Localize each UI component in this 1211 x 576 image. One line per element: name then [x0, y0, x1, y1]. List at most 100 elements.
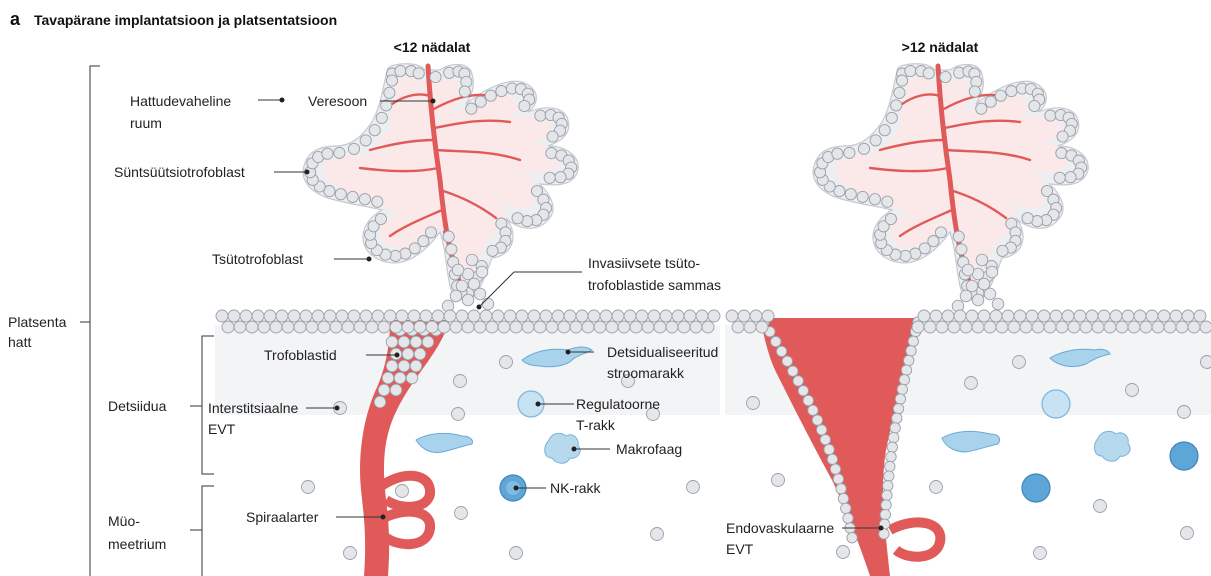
cytotrophoblast-cell	[413, 68, 424, 79]
cytotrophoblast-cell	[322, 148, 333, 159]
cytotrophoblast-cell	[372, 196, 383, 207]
decidual-surface-cell	[492, 310, 504, 322]
decidual-surface-cell	[1008, 321, 1020, 333]
decidual-surface-cell	[708, 310, 720, 322]
decidual-surface-cell	[618, 321, 630, 333]
decidual-surface-cell	[462, 321, 474, 333]
cytotrophoblast-cell	[1065, 172, 1076, 183]
column-cell	[466, 254, 478, 266]
leader-dot	[335, 406, 340, 411]
endovascular-cell	[798, 386, 808, 396]
trophoblast-cell	[382, 372, 394, 384]
decidual-surface-cell	[972, 321, 984, 333]
decidual-surface-cell	[636, 310, 648, 322]
cytotrophoblast-cell	[844, 147, 855, 158]
decidual-surface-cell	[756, 321, 768, 333]
decidual-surface-cell	[996, 321, 1008, 333]
decidual-cell	[747, 397, 760, 410]
cytotrophoblast-cell	[512, 213, 523, 224]
decidual-cell	[344, 547, 357, 560]
decidual-surface-cell	[510, 321, 522, 333]
decidual-surface-cell	[378, 321, 390, 333]
decidual-surface-cell	[1158, 310, 1170, 322]
decidual-surface-cell	[684, 310, 696, 322]
cytotrophoblast-cell	[896, 75, 907, 86]
decidual-surface-cell	[384, 310, 396, 322]
label-myometrium-1: Müo-	[108, 513, 140, 529]
decidual-surface-cell	[234, 321, 246, 333]
trophoblast-cell	[374, 396, 386, 408]
column-cell	[966, 280, 978, 292]
cytotrophoblast-cell	[985, 96, 996, 107]
decidual-surface-cell	[984, 321, 996, 333]
label-interstitial-1: Interstitsiaalne	[208, 400, 298, 416]
decidual-surface-cell	[606, 321, 618, 333]
cytotrophoblast-cell	[923, 68, 934, 79]
label-treg-1: Regulatoorne	[576, 396, 660, 412]
cytotrophoblast-cell	[547, 131, 558, 142]
cytotrophoblast-cell	[969, 86, 980, 97]
cytotrophoblast-cell	[956, 244, 967, 255]
decidual-surface-cell	[288, 310, 300, 322]
decidual-cell	[965, 377, 978, 390]
endovascular-cell	[886, 452, 896, 462]
cytotrophoblast-cell	[832, 148, 843, 159]
decidual-surface-cell	[390, 321, 402, 333]
decidual-cell	[1126, 384, 1139, 397]
cytotrophoblast-cell	[1045, 110, 1056, 121]
decidual-surface-cell	[1050, 310, 1062, 322]
cytotrophoblast-cell	[535, 110, 546, 121]
cytotrophoblast-cell	[857, 191, 868, 202]
leader-dot	[572, 447, 577, 452]
nk-cell-right-2	[1170, 442, 1198, 470]
decidual-surface-cell	[702, 321, 714, 333]
endovascular-cell	[887, 442, 897, 452]
decidual-surface-cell	[1062, 310, 1074, 322]
decidual-surface-cell	[1188, 321, 1200, 333]
decidual-surface-cell	[1080, 321, 1092, 333]
endovascular-cell	[793, 376, 803, 386]
cytotrophoblast-cell	[886, 112, 897, 123]
trophoblast-cell	[394, 372, 406, 384]
decidual-surface-cell	[228, 310, 240, 322]
decidual-surface-cell	[1038, 310, 1050, 322]
cytotrophoblast-cell	[1022, 213, 1033, 224]
treg-cell-right	[1042, 390, 1070, 418]
decidual-cell	[1178, 406, 1191, 419]
label-syncytio: Süntsüütsiotrofoblast	[114, 164, 245, 180]
endovascular-cell	[803, 395, 813, 405]
endovascular-cell	[843, 513, 853, 523]
decidual-surface-cell	[282, 321, 294, 333]
label-column-2: trofoblastide sammas	[588, 277, 721, 293]
label-intervillous-2: ruum	[130, 115, 162, 131]
decidual-surface-cell	[1032, 321, 1044, 333]
endovascular-cell	[838, 493, 848, 503]
decidual-surface-cell	[1116, 321, 1128, 333]
endovascular-cell	[908, 336, 918, 346]
decidual-cell	[1013, 356, 1026, 369]
leader-dot	[514, 486, 519, 491]
decidual-surface-cell	[324, 310, 336, 322]
endovascular-cell	[904, 355, 914, 365]
column-cell	[452, 264, 464, 276]
label-endovascular-2: EVT	[726, 541, 754, 557]
decidual-surface-cell	[306, 321, 318, 333]
decidual-surface-cell	[432, 310, 444, 322]
cytotrophoblast-cell	[1056, 148, 1067, 159]
decidual-surface-cell	[276, 310, 288, 322]
cytotrophoblast-cell	[359, 194, 370, 205]
column-cell	[986, 266, 998, 278]
decidual-surface-cell	[1086, 310, 1098, 322]
decidual-surface-left	[216, 310, 720, 333]
decidual-surface-cell	[1152, 321, 1164, 333]
column-cell	[976, 254, 988, 266]
decidual-surface-cell	[342, 321, 354, 333]
decidual-surface-cell	[612, 310, 624, 322]
decidual-cell	[455, 507, 468, 520]
label-stromal-2: stroomarakk	[607, 365, 685, 381]
decidual-surface-cell	[558, 321, 570, 333]
macrophage-cell-right	[1095, 431, 1131, 461]
leader-dot	[566, 350, 571, 355]
cytotrophoblast-cell	[885, 213, 896, 224]
panel-letter: a	[10, 9, 21, 29]
